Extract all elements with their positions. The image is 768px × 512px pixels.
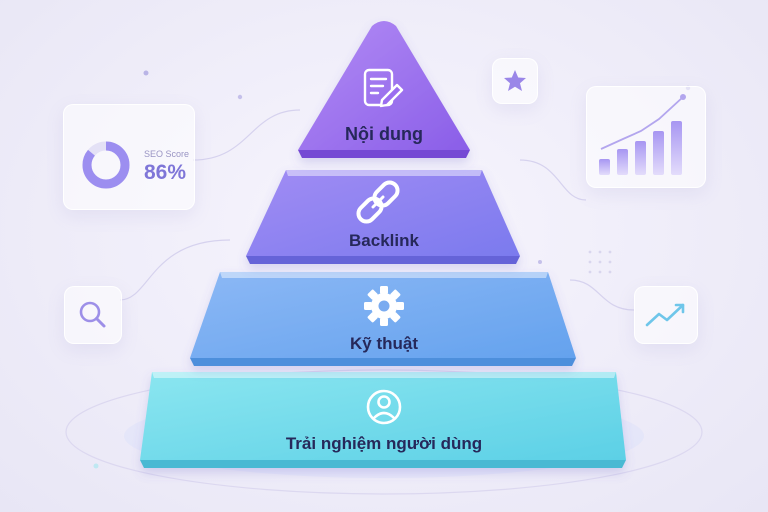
layer-label-technical: Kỹ thuật [350, 334, 418, 353]
user-icon [366, 389, 402, 425]
bar-chart-card [586, 86, 706, 188]
seo-score-card: SEO Score 86% [63, 104, 195, 210]
trend-up-icon [645, 303, 685, 327]
trend-card [634, 286, 698, 344]
search-card [64, 286, 122, 344]
layer-label-content: Nội dung [345, 124, 423, 144]
seo-score-label: SEO Score [144, 149, 190, 159]
layer-label-user-experience: Trải nghiệm người dùng [285, 434, 483, 453]
bar-chart-icon [599, 94, 686, 175]
seo-donut-chart [82, 141, 130, 189]
layer-backlink [246, 170, 520, 264]
layer-label-backlink: Backlink [349, 231, 419, 250]
gear-icon [364, 286, 404, 326]
star-card [492, 58, 538, 104]
search-icon [79, 301, 106, 328]
document-edit-icon [363, 68, 404, 108]
seo-score-value: 86% [144, 161, 187, 184]
star-icon [504, 70, 526, 91]
seo-donut-arc [82, 141, 130, 189]
link-icon [356, 180, 400, 224]
layer-user-experience [140, 372, 626, 468]
